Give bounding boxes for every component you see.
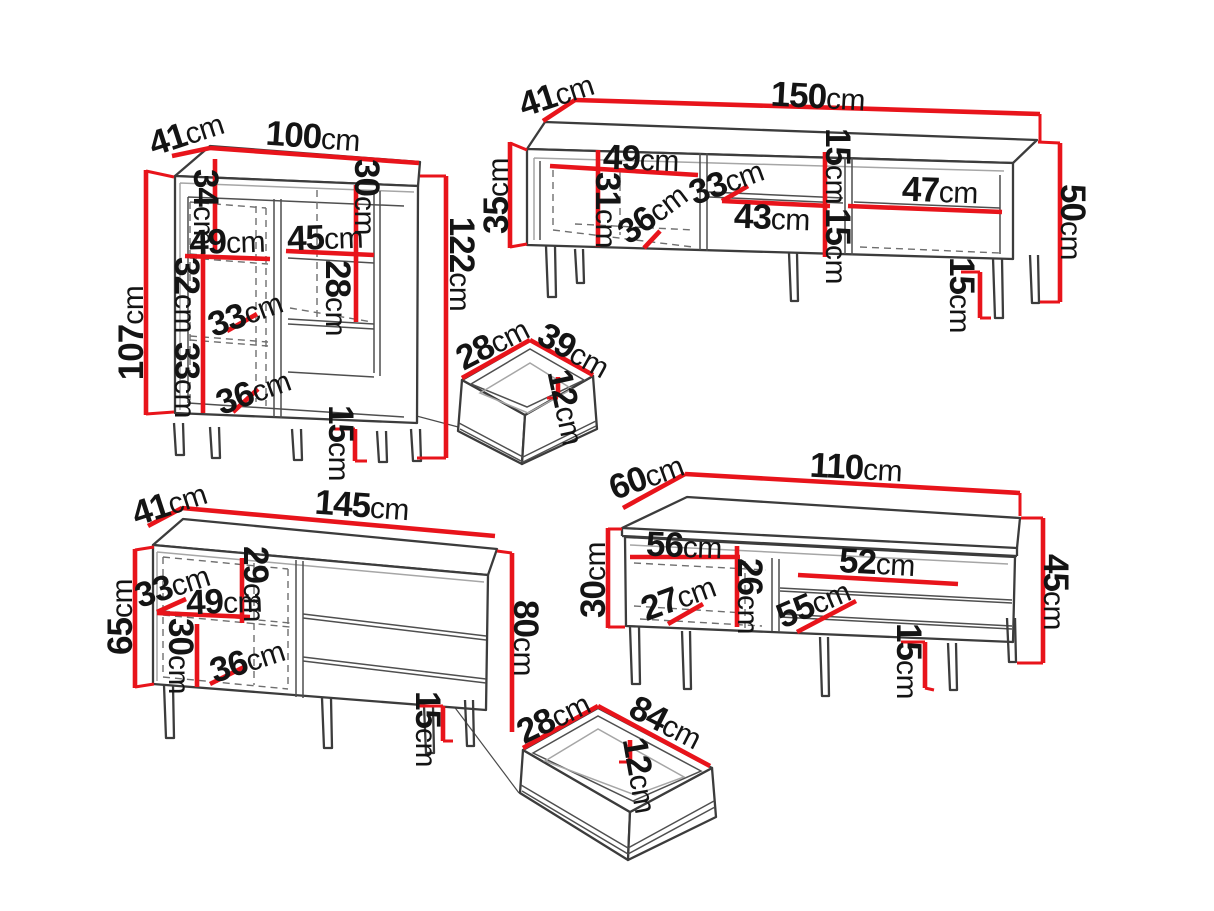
- tv-stand-mid-shelf-label: 43cm: [733, 197, 810, 239]
- tv-stand-left-inner-label: 31cm: [588, 172, 627, 248]
- cabinet-width-label: 100cm: [265, 114, 362, 159]
- large-drawer-dimension-lines: [521, 703, 712, 769]
- cabinet-dimension-lines: [143, 145, 449, 463]
- cabinet-bottom-left-inner-label: 33cm: [167, 342, 206, 418]
- tv-stand-legs: [544, 245, 1041, 320]
- coffee-table-drawing: 60cm 110cm 30cm 56cm 26cm 27cm 55cm 52cm…: [574, 445, 1075, 699]
- coffee-table-interior: [633, 558, 1013, 632]
- sideboard-width-label: 145cm: [314, 483, 411, 528]
- coffee-table-total-height-label: 45cm: [1036, 554, 1075, 630]
- cabinet-left-shelf-label: 49cm: [188, 221, 265, 263]
- large-drawer-drawing: 28cm 84cm 12cm: [511, 688, 718, 862]
- cabinet-drawing: 41cm 100cm 34cm 30cm 49cm 45cm 122cm 107…: [112, 108, 481, 481]
- cabinet-top-left-inner-label: 34cm: [186, 169, 225, 245]
- coffee-table-dimension-lines: [605, 471, 1046, 692]
- tv-stand-right-shelf-label: 47cm: [901, 170, 978, 212]
- coffee-table-right-shelf-label: 52cm: [838, 541, 916, 584]
- coffee-table-inner-height-label: 26cm: [730, 558, 769, 634]
- tv-stand-dimension-lines: [507, 97, 1063, 320]
- cabinet-total-height-label: 122cm: [442, 217, 481, 311]
- sideboard-dimension-lines: [132, 505, 515, 743]
- cabinet-legs: [172, 422, 423, 464]
- cabinet-top-right-inner-label: 30cm: [347, 159, 386, 235]
- tv-stand-lower-inner-label: 15cm: [818, 208, 857, 284]
- coffee-table-depth-label: 60cm: [604, 445, 689, 508]
- sideboard-leg-height-label: 15cm: [408, 691, 447, 767]
- tv-stand-left-shelf-label: 49cm: [602, 138, 679, 180]
- cabinet-leg-height-label: 15cm: [321, 405, 360, 481]
- sideboard-carcass-height-label: 65cm: [101, 579, 140, 655]
- sideboard-legs: [162, 684, 476, 755]
- coffee-table-leg-height-label: 15cm: [889, 623, 928, 699]
- tv-stand-total-height-label: 50cm: [1053, 184, 1092, 260]
- small-drawer-dimension-lines: [460, 337, 595, 400]
- tv-stand-width-label: 150cm: [770, 75, 866, 119]
- coffee-table-width-label: 110cm: [809, 446, 903, 490]
- large-drawer-height-label: 12cm: [615, 734, 667, 816]
- small-drawer-drawing: 28cm 39cm 12cm: [450, 313, 614, 466]
- sideboard-total-height-label: 80cm: [506, 600, 545, 676]
- cabinet-carcass-height-label: 107cm: [112, 286, 151, 380]
- cabinet-right-inner-label: 28cm: [318, 260, 357, 336]
- small-drawer-height-label: 12cm: [540, 366, 594, 448]
- coffee-table-legs: [628, 617, 1018, 698]
- coffee-table-left-shelf-label: 56cm: [645, 525, 722, 567]
- sideboard-shelf-width-label: 49cm: [185, 581, 262, 623]
- sideboard-top-inner-label: 29cm: [236, 546, 275, 622]
- large-drawer-outline: [518, 706, 718, 862]
- tv-stand-carcass-height-label: 35cm: [477, 158, 516, 234]
- tv-stand-drawing: 41cm 150cm 35cm 49cm 31cm 36cm 33cm 43cm…: [477, 64, 1092, 333]
- coffee-table-carcass-height-label: 30cm: [574, 542, 613, 618]
- sideboard-drawing: 41cm 145cm 65cm 29cm 33cm 49cm 30cm 36cm…: [101, 478, 545, 767]
- tv-stand-leg-height-label: 15cm: [942, 257, 981, 333]
- tv-stand-upper-inner-label: 15cm: [818, 128, 857, 204]
- cabinet-mid-left-inner-label: 32cm: [167, 257, 206, 333]
- cabinet-right-shelf-label: 45cm: [286, 217, 363, 259]
- tv-stand-depth-label: 41cm: [514, 64, 598, 125]
- sideboard-bottom-inner-label: 30cm: [161, 618, 200, 694]
- small-drawer-outline: [456, 339, 599, 466]
